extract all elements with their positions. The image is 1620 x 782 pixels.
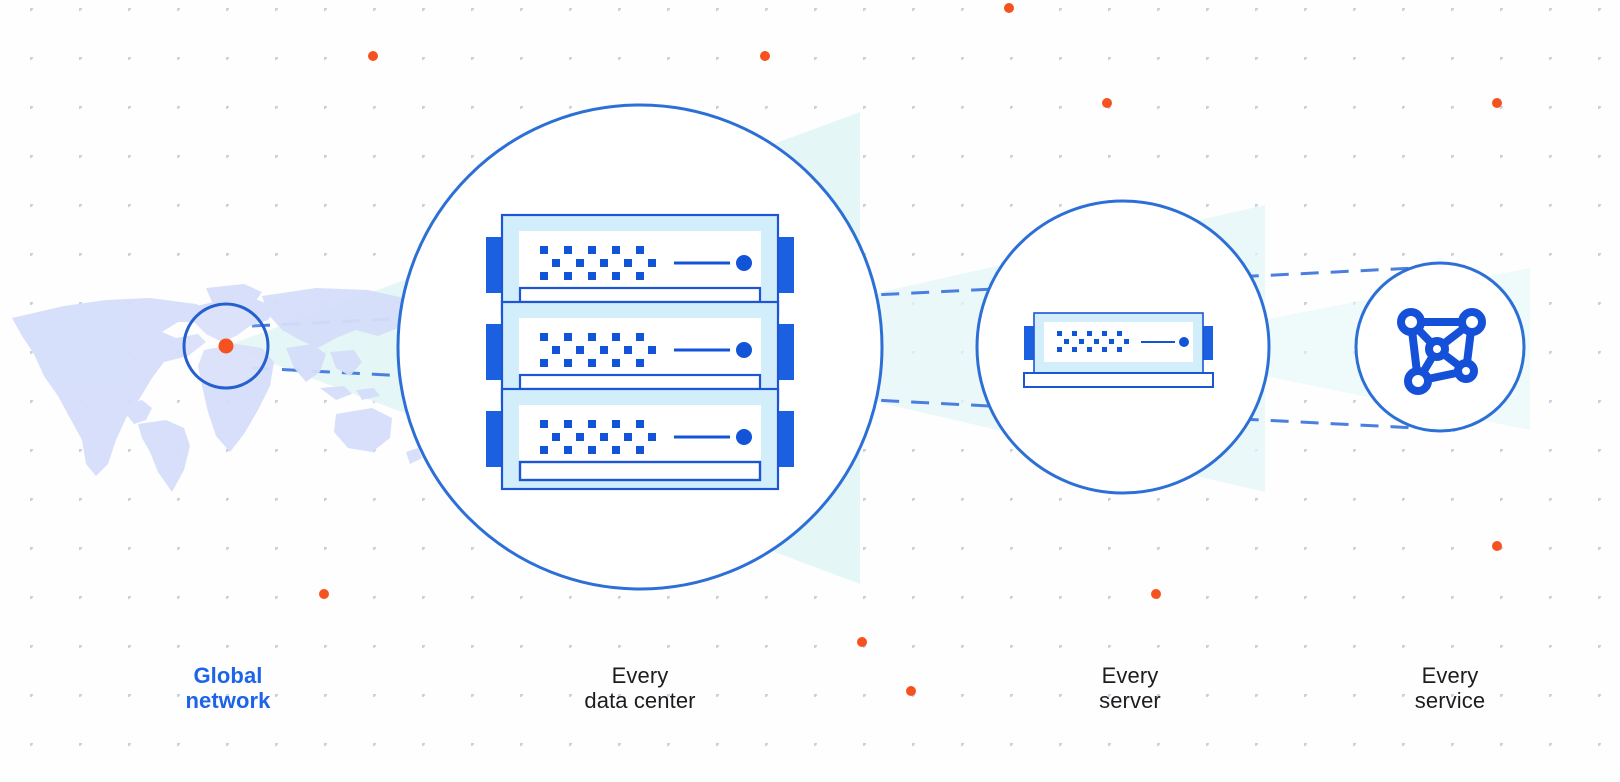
highlight-dot-group (319, 3, 1502, 696)
world-map-icon (12, 284, 430, 492)
highlight-dot (368, 51, 378, 61)
label-every-service: Every service (1414, 663, 1486, 713)
stage-every-service[interactable] (1354, 261, 1526, 433)
highlight-dot (1004, 3, 1014, 13)
highlight-dot (1492, 98, 1502, 108)
highlight-dot (1151, 589, 1161, 599)
stage-every-data-center[interactable] (396, 103, 884, 591)
highlight-dot (1492, 541, 1502, 551)
map-location-dot (218, 338, 234, 354)
stage-every-server[interactable] (975, 199, 1271, 495)
label-global-network: Global network (185, 663, 271, 713)
highlight-dot (906, 686, 916, 696)
highlight-dot (760, 51, 770, 61)
single-server-icon (1023, 312, 1214, 388)
server-rack-icon (484, 210, 796, 491)
label-every-data-center: Every data center (584, 663, 696, 713)
stage-global-network[interactable] (182, 302, 270, 390)
label-every-server: Every server (1099, 663, 1161, 713)
highlight-dot (319, 589, 329, 599)
network-graph-icon (1397, 308, 1486, 395)
highlight-dot (857, 637, 867, 647)
highlight-dot (1102, 98, 1112, 108)
